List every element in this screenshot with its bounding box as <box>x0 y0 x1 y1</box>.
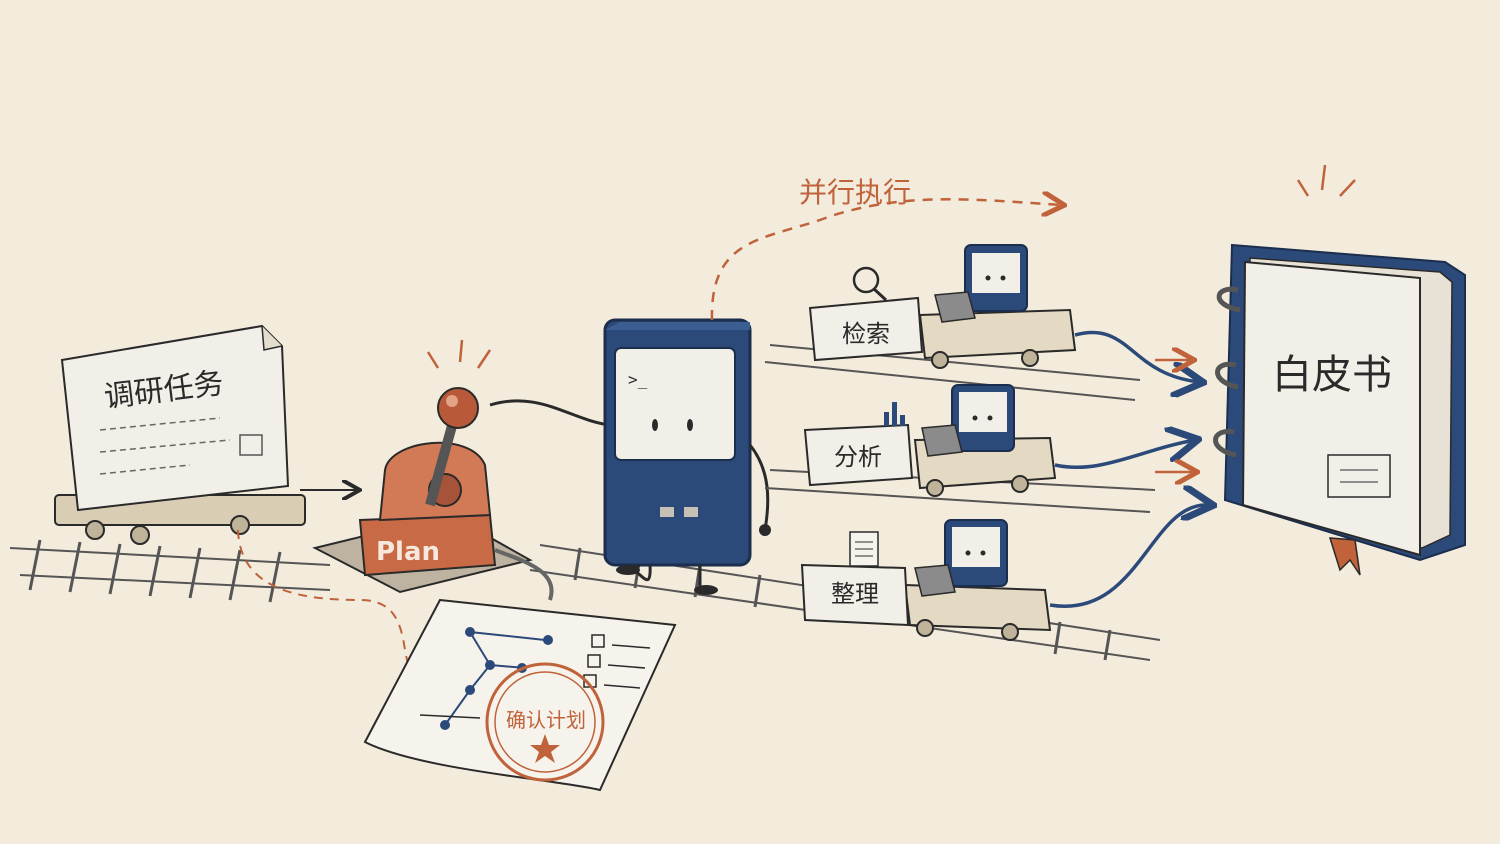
plan-stamp-text: 确认计划 <box>506 708 586 732</box>
task-card-cart <box>54 324 306 545</box>
parallel-label: 并行执行 <box>799 176 911 209</box>
output-cables <box>1049 330 1210 609</box>
cart-organize <box>800 519 1052 641</box>
cart-label-analysis: 分析 <box>834 443 882 471</box>
cart-label-organize: 整理 <box>831 580 879 608</box>
svg-text:>_: >_ <box>628 370 648 389</box>
plan-lever[interactable] <box>312 339 554 601</box>
cart-label-search: 检索 <box>842 320 890 348</box>
cart-search <box>764 244 1141 401</box>
lever-label: Plan <box>376 537 440 567</box>
main-agent: >_ <box>489 318 771 595</box>
cart-analysis <box>764 384 1156 513</box>
book-title: 白皮书 <box>1272 352 1392 398</box>
whitepaper-book <box>1213 164 1466 576</box>
bar-chart-icon <box>884 402 905 426</box>
plan-sheet-connector <box>237 529 411 669</box>
parallel-arrow <box>710 199 1062 321</box>
plan-sheet <box>363 598 677 792</box>
magnifier-icon <box>852 266 880 294</box>
document-icon <box>849 531 879 567</box>
